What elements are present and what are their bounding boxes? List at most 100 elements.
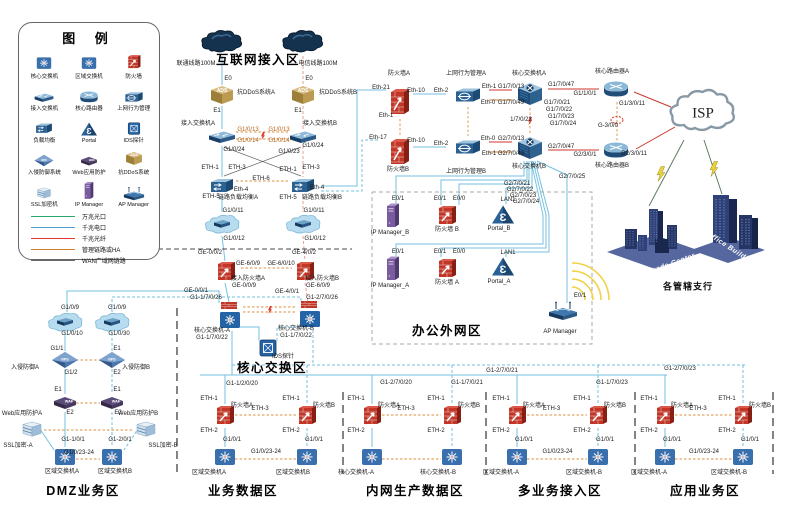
legend-line-label: 千兆光纤	[82, 237, 107, 243]
label: G1/0/14	[268, 138, 290, 144]
dmz-zone-switch-a	[53, 446, 77, 468]
label: 链路负载均衡B	[301, 195, 343, 201]
legend-line-row: 千兆电口	[31, 222, 159, 233]
zone-3-switch-b	[731, 446, 755, 468]
label: 防火墙A	[670, 403, 694, 409]
ssl-icon	[136, 421, 156, 437]
core-router-a	[602, 81, 630, 98]
label: 接入交换机A	[180, 121, 216, 127]
core-switch-b	[514, 134, 546, 162]
label: G1-1/0/1	[61, 437, 85, 443]
zone-0-firewall-b	[296, 404, 318, 428]
label: Eth-1	[481, 151, 497, 157]
label: ETH-5	[202, 194, 220, 200]
label: 接入防火墙B	[304, 276, 340, 282]
router-icon	[79, 91, 99, 103]
accessSwitch-icon	[290, 131, 316, 143]
firewall-icon	[299, 406, 316, 424]
label: 防火墙A	[230, 403, 254, 409]
firewall-icon	[364, 406, 381, 424]
label: 上网行为管理B	[445, 169, 487, 175]
label: 抗DDoS系统A	[236, 90, 276, 96]
label: Eth-1	[378, 113, 394, 119]
label: G1/0/14	[237, 138, 259, 144]
label: G1/2	[64, 370, 78, 376]
ipsDiamond-icon: NPS	[52, 352, 78, 368]
office-zone-firewall-a	[436, 257, 458, 281]
svg-text:Ɛ: Ɛ	[87, 127, 92, 136]
ipsDiamond-icon: NPS	[99, 352, 125, 368]
label: G1/0/24	[223, 147, 245, 153]
label: G2/7/0/49	[497, 151, 525, 157]
legend-item-label: Web应用防护	[72, 170, 106, 176]
label: ETH-1	[718, 396, 736, 402]
lightning-icon	[527, 117, 533, 125]
label: 区域交换机B	[97, 469, 133, 475]
label: G1-1/2/0/20	[226, 381, 258, 387]
label: E0/1	[391, 196, 405, 202]
accessSwitch-icon	[34, 92, 56, 103]
link	[224, 282, 230, 303]
zone-3-firewall-b	[732, 404, 754, 428]
lan-cloud-a	[204, 212, 240, 236]
label: E0	[305, 76, 313, 82]
link	[633, 91, 672, 108]
zoneSwitch-icon	[81, 57, 97, 69]
label: Web应用防护B	[117, 411, 159, 417]
dmz-cloud-b	[94, 310, 130, 334]
label: G1-1/7/0/22	[280, 333, 312, 339]
label: GE-6/0/9	[235, 261, 261, 267]
ads-icon: ADS	[125, 151, 142, 165]
label: 防火墙A	[387, 71, 411, 77]
label: 防火墙B	[457, 403, 481, 409]
label: 核心交换机A	[511, 71, 547, 77]
legend-title: 图 例	[62, 31, 116, 46]
dmz-cloud-a	[47, 310, 83, 334]
label: Eth-10	[407, 138, 425, 144]
link	[321, 89, 386, 187]
zone-3-firewall-a	[654, 404, 676, 428]
anti-ddos-b: ADS	[289, 83, 317, 107]
bigSwitch-icon	[518, 137, 542, 159]
legend-item-label: 抗DDoS系统	[118, 170, 150, 176]
firewall-icon	[444, 406, 461, 424]
label: G1/0/1	[595, 437, 615, 443]
redundancy-circle-icon	[610, 116, 624, 124]
zone-title: 多业务接入区	[517, 483, 603, 498]
zone-2-switch-a	[505, 446, 529, 468]
label: G2/7/0/47	[547, 144, 575, 150]
behavior-icon	[456, 88, 480, 102]
cloudSwitch-icon	[286, 214, 321, 234]
label: E0/1	[573, 293, 587, 299]
buildingOffice-icon	[691, 195, 765, 263]
portal-b: Ɛ	[491, 205, 515, 226]
label: G1/7/0/23	[547, 114, 575, 120]
label: ETH-2	[282, 428, 300, 434]
zoneSwitch-icon	[102, 449, 122, 465]
coreCombo-icon	[220, 302, 240, 328]
zoneSwitch-icon	[362, 449, 382, 465]
accessSwitch-icon	[34, 93, 54, 102]
label: E0/0	[452, 196, 466, 202]
legend-item-label: SSL加密机	[30, 202, 58, 208]
label: G1-1/7/0/21	[451, 380, 483, 386]
label: 区域交换机-B	[565, 470, 603, 476]
portal-icon: Ɛ	[492, 257, 514, 276]
zone-3-switch-a	[653, 446, 677, 468]
label: G1/7/0/22	[545, 107, 573, 113]
buildingTrade-icon	[607, 209, 703, 269]
label: ETH-2	[718, 428, 736, 434]
link	[223, 146, 302, 177]
link	[635, 126, 676, 150]
access-firewall-b	[294, 260, 316, 284]
label: G2/7/0/13	[497, 136, 525, 142]
lan-cloud-b	[285, 212, 321, 236]
label: E1	[213, 108, 221, 114]
label: GE-6/0/10	[267, 261, 295, 267]
wifi-signal-icon	[571, 278, 594, 301]
label: G1/0/23	[278, 149, 300, 155]
svg-text:ADS: ADS	[130, 153, 138, 157]
link	[304, 282, 309, 303]
bigSwitch-icon	[518, 83, 542, 105]
zoneSwitch-icon	[507, 449, 527, 465]
